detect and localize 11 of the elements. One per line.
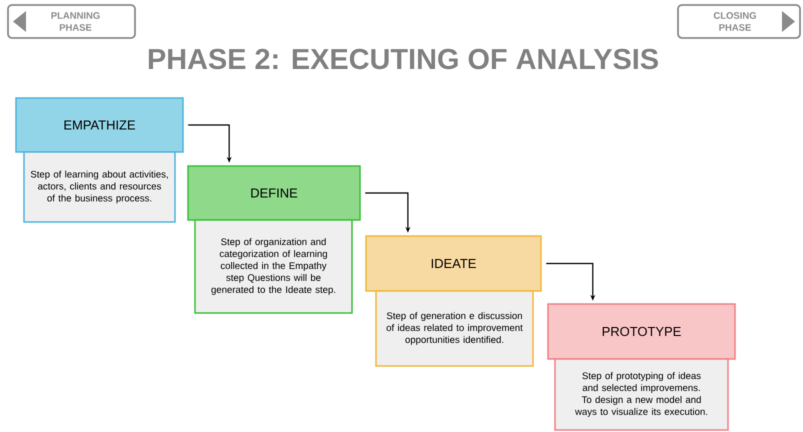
step-header-box: IDEATE: [365, 235, 542, 292]
step-header-box: DEFINE: [187, 165, 361, 221]
step-description-box: Step of generation e discussion of ideas related to improvement opportunities identified.: [375, 290, 534, 367]
step-header-box: EMPATHIZE: [15, 97, 184, 153]
nav-button: CLOSING PHASE: [677, 4, 801, 39]
step-description-box: Step of prototyping of ideas and selected improvemens. To design a new model and ways to visualize its execution.: [554, 358, 729, 431]
step-description-box: Step of learning about activities, actors, clients and resources of the business process.: [23, 151, 176, 223]
title: PHASE 2: EXECUTING OF ANALYSIS: [148, 48, 658, 70]
step-description-box: Step of organization and categorization of learning collected in the Empathy step Questions will be generated to the Ideate step.: [194, 219, 353, 314]
nav-button: PLANNING PHASE: [7, 4, 136, 39]
step-header-box: PROTOTYPE: [547, 303, 736, 360]
